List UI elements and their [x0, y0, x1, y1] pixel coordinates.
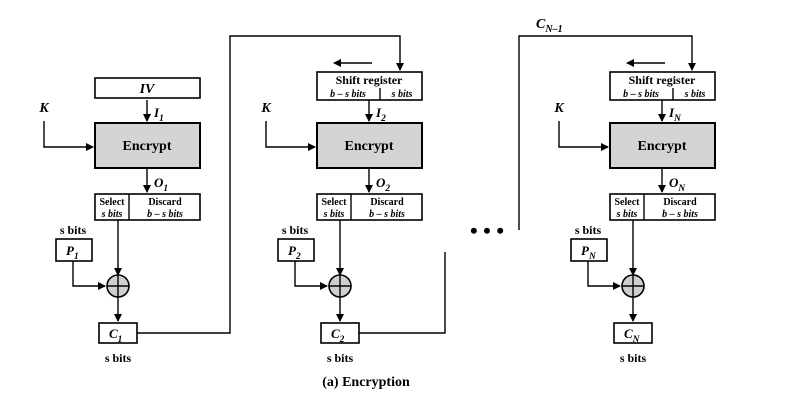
ciphertext-box [613, 322, 653, 344]
i-label: IN [668, 105, 682, 124]
c-label: C1 [109, 326, 122, 345]
inter-stage-links [137, 35, 696, 334]
discard-bits-label: b – s bits [369, 209, 405, 220]
i-label: I1 [153, 105, 164, 124]
discard-bits-label: b – s bits [147, 209, 183, 220]
plaintext-to-xor-arrow [294, 261, 328, 290]
select-discard-box [316, 193, 423, 221]
encrypt-label: Encrypt [638, 139, 687, 154]
shift-register-label: Shift register [336, 73, 403, 87]
caption: (a) Encryption [322, 375, 410, 390]
c-label: CN [624, 326, 641, 345]
i-label: I2 [375, 105, 386, 124]
key-arrow [43, 121, 94, 151]
plaintext-to-xor-arrow [72, 261, 106, 290]
o-label: O2 [376, 175, 390, 194]
c-label: C2 [331, 326, 345, 345]
encrypt-label: Encrypt [345, 139, 394, 154]
discard-label: Discard [663, 197, 697, 208]
ellipsis: • • • [470, 218, 504, 243]
s-bits-bottom-label: s bits [620, 351, 647, 365]
key-label: K [553, 101, 565, 116]
encrypt-box [316, 122, 423, 169]
shift-register-box [316, 71, 423, 101]
link-c1-to-shift-register-2 [137, 35, 404, 334]
discard-label: Discard [370, 197, 404, 208]
discard-bits-label: b – s bits [662, 209, 698, 220]
link-c2-out [359, 252, 446, 334]
s-bits-top-label: s bits [60, 223, 87, 237]
shift-register-left-label: b – s bits [623, 89, 659, 100]
plaintext-box [570, 238, 608, 262]
s-bits-bottom-label: s bits [105, 351, 132, 365]
shift-register-label: Shift register [629, 73, 696, 87]
shift-register-right-label: s bits [391, 89, 413, 100]
plaintext-to-xor-arrow [587, 261, 621, 290]
s-bits-top-label: s bits [575, 223, 602, 237]
select-bits-label: s bits [616, 209, 638, 220]
s-bits-top-label: s bits [282, 223, 309, 237]
key-arrow [265, 121, 316, 151]
p-label: PN [581, 243, 597, 262]
discard-label: Discard [148, 197, 182, 208]
s-bits-bottom-label: s bits [327, 351, 354, 365]
plaintext-box [277, 238, 315, 262]
shift-register-left-label: b – s bits [330, 89, 366, 100]
key-arrow [558, 121, 609, 151]
select-discard-box [94, 193, 201, 221]
key-label: K [38, 101, 50, 116]
encrypt-label: Encrypt [123, 139, 172, 154]
shift-register-box [609, 71, 716, 101]
encrypt-box [609, 122, 716, 169]
key-label: K [260, 101, 272, 116]
o-label: ON [669, 175, 686, 194]
p-label: P1 [66, 243, 79, 262]
select-bits-label: s bits [323, 209, 345, 220]
iv-box [94, 77, 201, 99]
link-cn1-to-shift-register-n [518, 35, 696, 230]
carry-label: CN–1 [536, 17, 563, 35]
select-bits-label: s bits [101, 209, 123, 220]
select-label: Select [615, 197, 641, 208]
p-label: P2 [288, 243, 301, 262]
iv-label: IV [139, 82, 156, 97]
shift-register-right-label: s bits [684, 89, 706, 100]
select-discard-box [609, 193, 716, 221]
select-label: Select [100, 197, 126, 208]
encrypt-box [94, 122, 201, 169]
o-label: O1 [154, 175, 168, 194]
select-label: Select [322, 197, 348, 208]
plaintext-box [55, 238, 93, 262]
